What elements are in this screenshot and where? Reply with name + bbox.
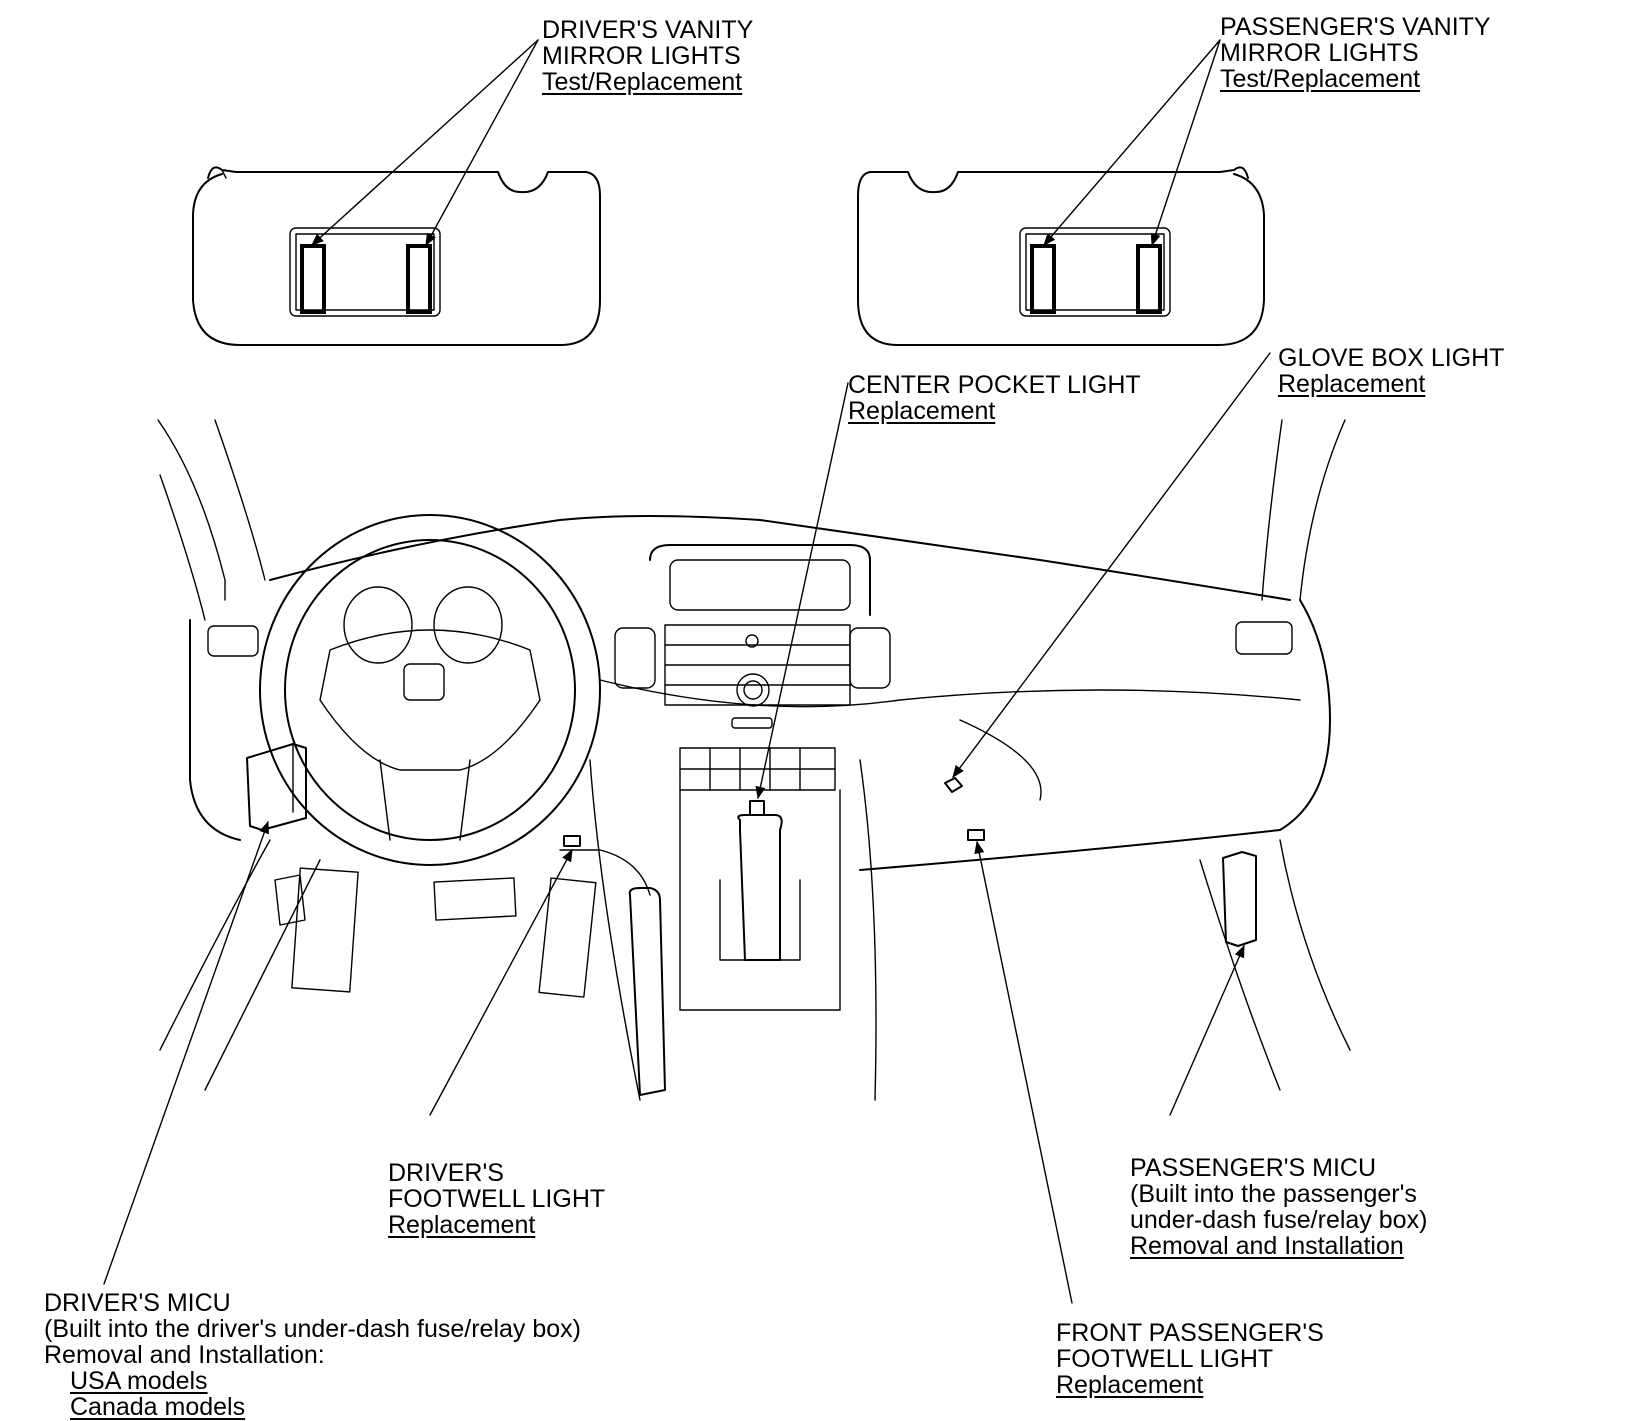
callout-note: Removal and Installation: bbox=[44, 1341, 325, 1369]
center-pocket-replacement-link[interactable]: Replacement bbox=[848, 397, 996, 425]
callout-note: (Built into the driver's under-dash fuse… bbox=[44, 1315, 581, 1343]
driver-vanity-lamp-left bbox=[300, 244, 326, 314]
passenger-vanity-lamp-left bbox=[1030, 244, 1056, 314]
passenger-micu-removal-link[interactable]: Removal and Installation bbox=[1130, 1232, 1404, 1260]
driver-micu-box bbox=[246, 743, 307, 831]
callout-title: DRIVER'S bbox=[388, 1159, 504, 1187]
callout-title: PASSENGER'S VANITY bbox=[1220, 13, 1491, 41]
driver-micu-usa-models-link[interactable]: USA models bbox=[70, 1367, 208, 1395]
passenger-micu-box bbox=[1222, 851, 1257, 947]
glove-box-replacement-link[interactable]: Replacement bbox=[1278, 370, 1426, 398]
callout-title: FOOTWELL LIGHT bbox=[388, 1185, 606, 1213]
callout-front-passenger-footwell: FRONT PASSENGER'S FOOTWELL LIGHT Replace… bbox=[1056, 1320, 1324, 1398]
driver-micu-canada-models-link[interactable]: Canada models bbox=[70, 1393, 246, 1421]
passenger-sun-visor bbox=[857, 166, 1265, 346]
callout-title: DRIVER'S MICU bbox=[44, 1289, 231, 1317]
callout-title: CENTER POCKET LIGHT bbox=[848, 371, 1141, 399]
callout-title: FRONT PASSENGER'S bbox=[1056, 1319, 1324, 1347]
callout-title: GLOVE BOX LIGHT bbox=[1278, 344, 1505, 372]
callout-note: (Built into the passenger's bbox=[1130, 1180, 1417, 1208]
callout-title: MIRROR LIGHTS bbox=[1220, 39, 1419, 67]
passenger-vanity-lamp-right bbox=[1136, 244, 1162, 314]
callout-driver-vanity: DRIVER'S VANITY MIRROR LIGHTS Test/Repla… bbox=[542, 17, 753, 95]
driver-footwell-lamp bbox=[563, 835, 581, 847]
passenger-footwell-lamp bbox=[967, 829, 985, 841]
front-passenger-footwell-replacement-link[interactable]: Replacement bbox=[1056, 1371, 1204, 1399]
glove-box-lamp bbox=[944, 777, 963, 793]
passenger-vanity-test-replacement-link[interactable]: Test/Replacement bbox=[1220, 65, 1421, 93]
driver-vanity-lamp-right bbox=[406, 244, 432, 314]
callout-title: PASSENGER'S MICU bbox=[1130, 1154, 1377, 1182]
leader-lines bbox=[103, 39, 1271, 1304]
callout-title: MIRROR LIGHTS bbox=[542, 42, 741, 70]
callout-driver-micu: DRIVER'S MICU (Built into the driver's u… bbox=[44, 1290, 581, 1420]
callout-title: DRIVER'S VANITY bbox=[542, 16, 754, 44]
driver-footwell-replacement-link[interactable]: Replacement bbox=[388, 1211, 536, 1239]
callout-note: under-dash fuse/relay box) bbox=[1130, 1206, 1428, 1234]
driver-sun-visor bbox=[192, 166, 601, 346]
callout-center-pocket: CENTER POCKET LIGHT Replacement bbox=[848, 372, 1141, 424]
callout-title: FOOTWELL LIGHT bbox=[1056, 1345, 1274, 1373]
dashboard-outline bbox=[157, 419, 1351, 1101]
driver-vanity-test-replacement-link[interactable]: Test/Replacement bbox=[542, 68, 743, 96]
callout-driver-footwell: DRIVER'S FOOTWELL LIGHT Replacement bbox=[388, 1160, 605, 1238]
callout-passenger-vanity: PASSENGER'S VANITY MIRROR LIGHTS Test/Re… bbox=[1220, 14, 1491, 92]
callout-passenger-micu: PASSENGER'S MICU (Built into the passeng… bbox=[1130, 1155, 1427, 1259]
steering-wheel bbox=[259, 514, 601, 866]
callout-glove-box: GLOVE BOX LIGHT Replacement bbox=[1278, 345, 1504, 397]
center-pocket-lamp bbox=[749, 800, 765, 816]
